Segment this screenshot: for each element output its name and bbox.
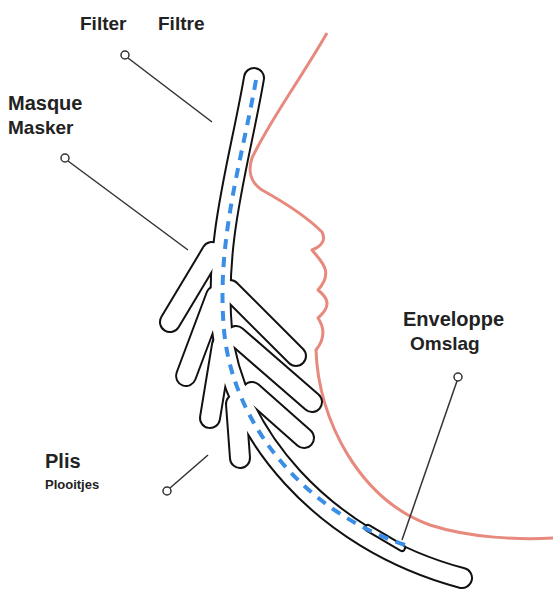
leader-lines (61, 51, 462, 540)
part-label: Plooitjes (45, 478, 99, 492)
part-label: Plis (45, 450, 81, 472)
part-label: Filter (80, 14, 126, 35)
filter-layer (223, 80, 405, 545)
face-profile (250, 33, 553, 539)
part-label: Enveloppe (403, 308, 504, 330)
part-label: Masque (8, 92, 82, 114)
part-label: Masker (8, 118, 74, 139)
part-label: Omslag (410, 334, 480, 355)
part-label: Filtre (158, 14, 204, 35)
